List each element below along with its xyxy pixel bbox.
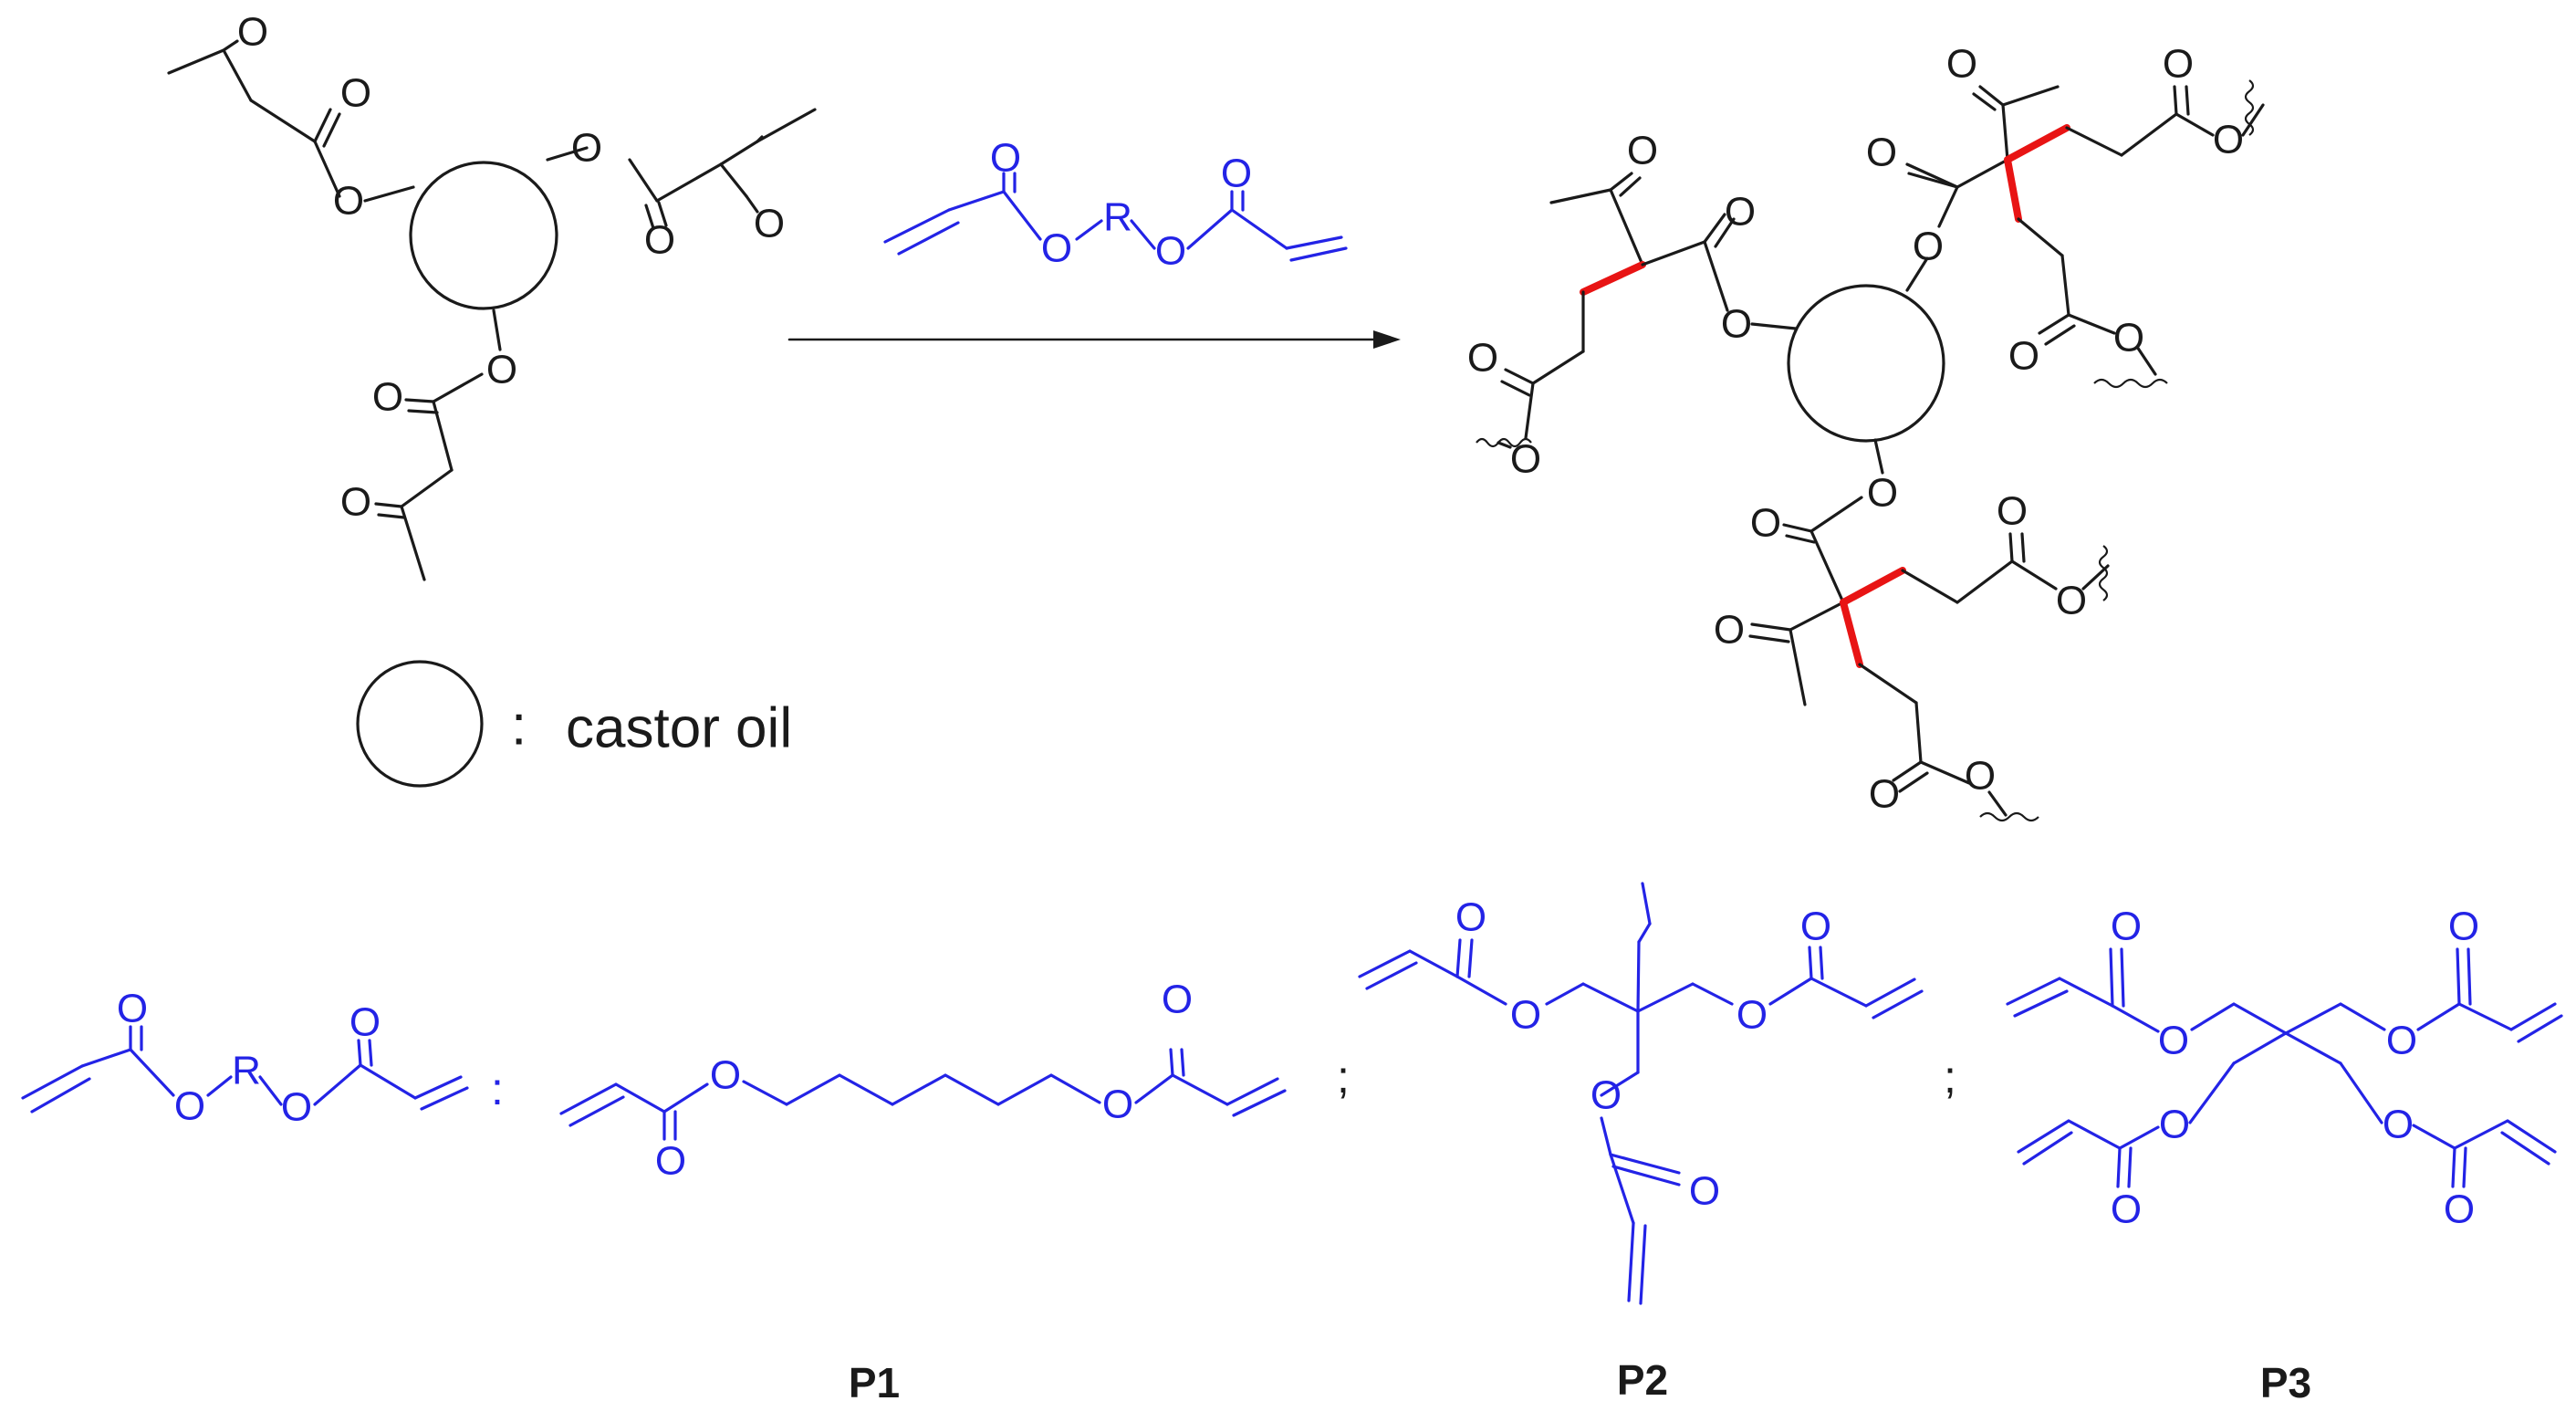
atom-oxygen: O <box>1997 489 2028 534</box>
atom-oxygen: O <box>2111 904 2142 949</box>
atom-oxygen: O <box>571 126 602 171</box>
definition-colon: : <box>491 1063 504 1114</box>
atom-oxygen: O <box>1714 608 1745 653</box>
label-p1: P1 <box>849 1359 900 1406</box>
atom-oxygen: O <box>1627 129 1658 173</box>
atom-oxygen: O <box>1750 501 1781 546</box>
atom-oxygen: O <box>2158 1019 2189 1063</box>
atom-oxygen: O <box>2113 316 2144 361</box>
p3-structure: O O O O O O O O <box>2006 904 2563 1232</box>
atom-oxygen: O <box>349 1000 381 1045</box>
atom-oxygen: O <box>237 10 268 55</box>
atom-oxygen: O <box>1162 978 1193 1022</box>
atom-oxygen: O <box>1102 1082 1133 1127</box>
atom-oxygen: O <box>1590 1073 1622 1118</box>
atom-oxygen: O <box>1721 302 1752 347</box>
r-group-linker: R <box>232 1049 261 1093</box>
atom-oxygen: O <box>1736 993 1768 1038</box>
atom-oxygen: O <box>486 348 517 392</box>
r-group-linker: R <box>1103 195 1132 240</box>
atom-oxygen: O <box>2159 1103 2190 1147</box>
atom-oxygen: O <box>2111 1187 2142 1232</box>
castor-oil-core-ring <box>1787 284 1945 443</box>
p1-structure: O O O O <box>559 978 1287 1184</box>
label-p2: P2 <box>1617 1356 1668 1404</box>
atom-oxygen: O <box>2448 904 2479 949</box>
atom-oxygen: O <box>1510 437 1541 482</box>
atom-oxygen: O <box>372 375 403 420</box>
reaction-arrow <box>787 330 1401 349</box>
atom-oxygen: O <box>333 179 364 224</box>
atom-oxygen: O <box>1946 42 1977 87</box>
atom-oxygen: O <box>2386 1019 2417 1063</box>
atom-oxygen: O <box>1041 226 1072 271</box>
atom-oxygen: O <box>174 1084 205 1129</box>
atom-oxygen: O <box>2213 118 2244 162</box>
separator-semicolon: ; <box>1337 1051 1350 1103</box>
atom-oxygen: O <box>1155 229 1186 274</box>
atom-oxygen: O <box>1689 1169 1720 1214</box>
castor-oil-core-ring <box>409 161 558 310</box>
atom-oxygen: O <box>2056 579 2087 623</box>
atom-oxygen: O <box>710 1053 741 1098</box>
atom-oxygen: O <box>1510 993 1541 1038</box>
atom-oxygen: O <box>1965 754 1996 799</box>
atom-oxygen: O <box>117 987 148 1031</box>
castor-oil-acetoacetate-reactant: O O O O O O O O O <box>167 10 817 581</box>
atom-oxygen: O <box>1221 152 1252 196</box>
atom-oxygen: O <box>2383 1103 2414 1147</box>
atom-oxygen: O <box>1913 225 1944 269</box>
atom-oxygen: O <box>1867 471 1898 516</box>
atom-oxygen: O <box>1869 772 1900 817</box>
atom-oxygen: O <box>281 1085 312 1130</box>
atom-oxygen: O <box>1725 190 1756 235</box>
legend-colon: : <box>511 695 527 758</box>
atom-oxygen: O <box>1467 336 1498 381</box>
generic-diacrylate-definition: O O R O O <box>21 987 469 1130</box>
atom-oxygen: O <box>340 480 371 525</box>
atom-oxygen: O <box>754 202 785 246</box>
atom-oxygen: O <box>655 1139 686 1184</box>
atom-oxygen: O <box>2008 334 2039 379</box>
legend-castor-oil-label: castor oil <box>566 697 792 760</box>
separator-semicolon: ; <box>1944 1051 1956 1103</box>
castor-oil-legend: : castor oil <box>356 660 792 788</box>
atom-oxygen: O <box>644 218 675 263</box>
atom-oxygen: O <box>2163 42 2194 87</box>
castor-oil-legend-circle <box>356 660 484 788</box>
atom-oxygen: O <box>1455 895 1486 940</box>
label-p3: P3 <box>2260 1359 2311 1406</box>
atom-oxygen: O <box>1866 131 1897 175</box>
atom-oxygen: O <box>1800 904 1831 949</box>
atom-oxygen: O <box>2444 1187 2475 1232</box>
atom-oxygen: O <box>340 71 371 116</box>
atom-oxygen: O <box>990 136 1021 181</box>
diacrylate-reagent: O O R O O <box>883 136 1348 274</box>
crosslinked-network-product: O O O O O O O O O O O O O O O O O O O <box>1467 42 2265 822</box>
p2-structure: O O O O O O <box>1358 882 1924 1305</box>
